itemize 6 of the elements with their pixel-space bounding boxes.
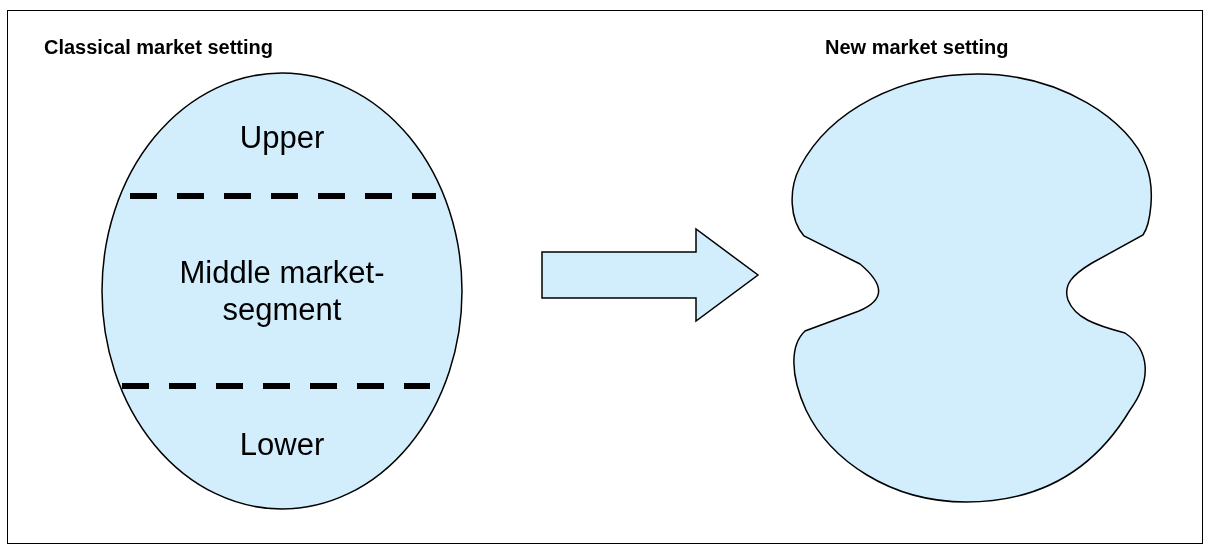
segment-label: Upper [239, 118, 325, 156]
section-heading: New market setting [825, 36, 1009, 59]
block-arrow [541, 227, 760, 323]
section-heading: Classical market setting [44, 36, 273, 59]
segment-label: Lower [239, 425, 325, 463]
segment-label: Middle market-segment [178, 254, 386, 328]
